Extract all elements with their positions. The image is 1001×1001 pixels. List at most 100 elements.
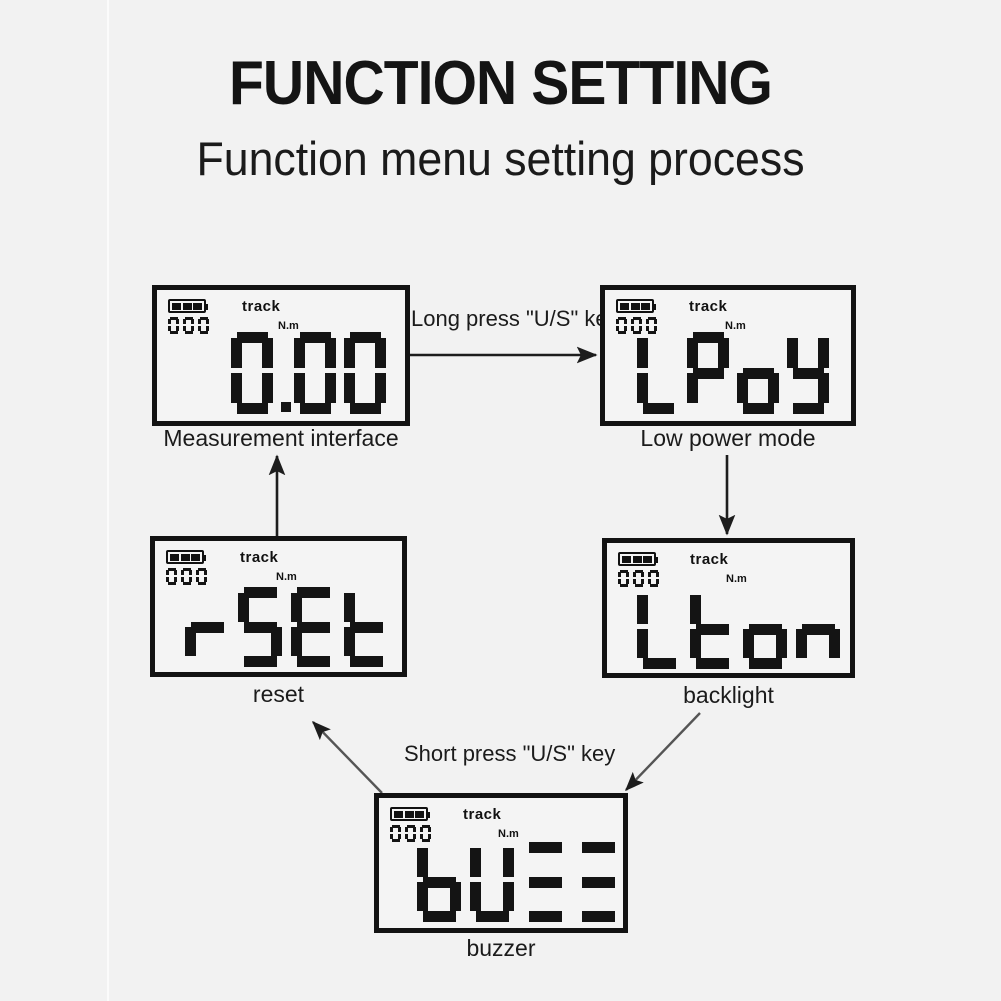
segment-b (191, 318, 194, 324)
battery-bar (622, 555, 631, 563)
seven-segment-digit (198, 317, 209, 334)
segment-e (646, 325, 649, 331)
segment-g (618, 324, 626, 327)
segment-f (690, 594, 701, 624)
seven-segment-digit (181, 568, 192, 585)
segment-d (169, 331, 178, 334)
segment-e (690, 629, 701, 658)
segment-f (166, 569, 169, 575)
battery-icon (168, 299, 208, 313)
segment-f (291, 592, 302, 622)
seven-segment-digit (796, 589, 840, 669)
page-title: FUNCTION SETTING (228, 49, 773, 118)
lcd-value (417, 842, 629, 922)
unit-label: N.m (498, 828, 519, 840)
seven-segment-digit (648, 570, 659, 587)
segment-c (174, 576, 177, 582)
mini-digit-group (168, 317, 211, 334)
seven-segment-digit (690, 589, 734, 669)
segment-g (422, 876, 456, 888)
seven-segment-digit (291, 587, 335, 667)
segment-e (637, 373, 648, 403)
panel-caption-measurement-interface: Measurement interface (163, 425, 399, 451)
seven-segment-digit (344, 332, 386, 414)
battery-body (616, 299, 656, 313)
segment-a (299, 332, 331, 343)
segment-f (737, 338, 748, 368)
segment-e (185, 627, 196, 656)
segment-d (742, 403, 774, 414)
battery-body (166, 550, 206, 564)
segment-f (344, 592, 355, 622)
seven-segment-digit (631, 317, 642, 334)
segment-a (349, 332, 381, 343)
segment-e (231, 373, 242, 403)
seven-segment-digit (618, 570, 629, 587)
left-margin-rule (107, 0, 109, 1001)
segment-a (236, 332, 268, 343)
segment-f (787, 337, 798, 368)
segment-c (829, 629, 840, 658)
segment-f (796, 595, 807, 624)
segment-g (801, 623, 835, 635)
segment-d (617, 331, 626, 334)
segment-g (237, 368, 268, 379)
segment-a (391, 825, 400, 828)
segment-g (792, 367, 824, 379)
battery-body (168, 299, 208, 313)
segment-b (641, 571, 644, 577)
battery-bar (404, 810, 414, 818)
lcd-value (231, 332, 394, 414)
segment-g (200, 324, 208, 327)
segment-d (619, 584, 628, 587)
segment-c (776, 629, 787, 658)
segment-g (198, 575, 206, 578)
unit-label: N.m (726, 573, 747, 585)
unit-label: N.m (725, 320, 746, 332)
segment-g (650, 577, 658, 580)
segment-a (197, 568, 206, 571)
segment-c (818, 373, 829, 403)
segment-e (166, 576, 169, 582)
seven-segment-digit (646, 317, 657, 334)
seven-segment-digit (633, 570, 644, 587)
segment-b (639, 318, 642, 324)
segment-c (450, 882, 461, 911)
battery-bar (394, 810, 403, 818)
segment-c (176, 325, 179, 331)
segment-b (654, 318, 657, 324)
segment-d (421, 839, 430, 842)
segment-b (204, 569, 207, 575)
segment-a (169, 317, 178, 320)
panel-caption-buzzer: buzzer (466, 935, 536, 961)
segment-e (631, 325, 634, 331)
segment-d (299, 403, 331, 414)
battery-bar (172, 302, 181, 310)
edge-label-short-press: Short press "U/S" key (404, 741, 616, 766)
segment-d (167, 582, 176, 585)
seven-segment-digit (294, 332, 336, 414)
segment-f (198, 318, 201, 324)
segment-b (723, 595, 734, 624)
segment-f (637, 594, 648, 624)
segment-a (167, 568, 176, 571)
segment-b (450, 848, 461, 877)
segment-e (796, 629, 807, 658)
segment-d (475, 911, 509, 922)
segment-g (635, 577, 643, 580)
segment-e (737, 373, 748, 403)
segment-c (271, 627, 282, 656)
segment-e (648, 578, 651, 584)
seven-segment-digit (576, 842, 620, 922)
unit-label: N.m (276, 571, 297, 583)
